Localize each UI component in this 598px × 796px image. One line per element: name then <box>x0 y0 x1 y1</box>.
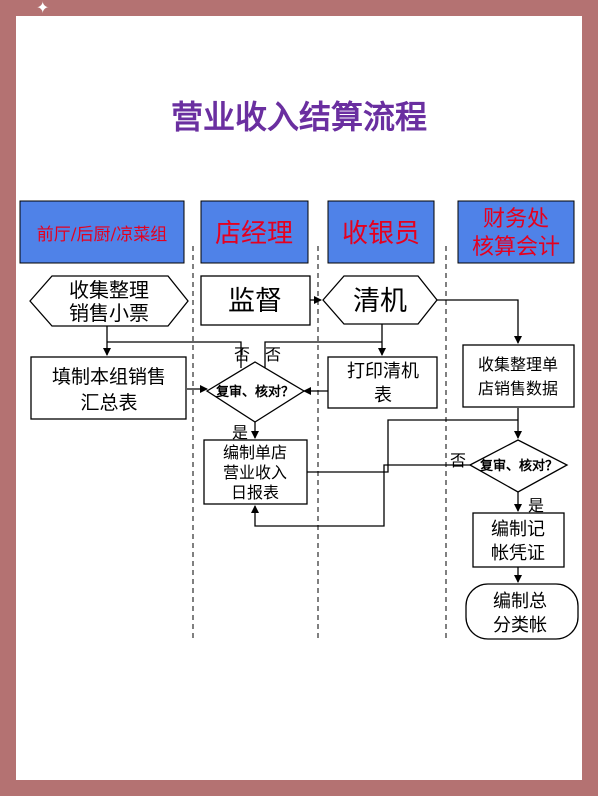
node-supervise-label: 监督 <box>228 286 282 317</box>
node-daily-report-line1: 编制单店 <box>223 443 287 462</box>
node-fill-summary: 填制本组销售 汇总表 <box>30 356 187 420</box>
lane-label-manager: 店经理 <box>215 219 293 249</box>
sparkle-icon: ✦ <box>36 0 50 17</box>
node-review-1: 复审、核对？ <box>205 361 306 423</box>
node-clear-machine: 清机 <box>322 275 438 325</box>
node-collect-sales: 收集整理单 店销售数据 <box>462 344 575 408</box>
node-clear-machine-label: 清机 <box>353 286 407 317</box>
node-print-sheet-line2: 表 <box>374 385 392 406</box>
node-collect-sales-line1: 收集整理单 <box>478 355 558 374</box>
node-collect-tickets-line1: 收集整理 <box>69 278 149 302</box>
node-print-sheet: 打印清机 表 <box>327 356 438 409</box>
node-daily-report-line2: 营业收入 <box>223 463 287 482</box>
edge-label-yes-2: 是 <box>528 496 544 515</box>
edge-label-no-3: 否 <box>450 451 466 470</box>
node-voucher: 编制记 帐凭证 <box>472 512 565 568</box>
node-fill-summary-line2: 汇总表 <box>80 392 137 414</box>
edge-clear-collect <box>437 299 522 344</box>
edge-review2-no-report <box>251 464 470 527</box>
connectors <box>103 296 522 583</box>
node-ledger-line1: 编制总 <box>493 591 547 612</box>
edge-review-no-cashier <box>264 341 382 368</box>
node-daily-report-line3: 日报表 <box>231 483 279 502</box>
lane-header-finance: 财务处 核算会计 <box>457 200 575 264</box>
node-collect-tickets-line2: 销售小票 <box>69 301 149 325</box>
node-ledger-line2: 分类帐 <box>493 615 547 636</box>
lane-header-cashier: 收银员 <box>327 200 435 264</box>
node-voucher-line2: 帐凭证 <box>491 543 545 564</box>
lane-header-kitchen: 前厅/后厨/凉菜组 <box>19 200 185 264</box>
edge-label-no-2: 否 <box>265 345 281 364</box>
edge-label-no-1: 否 <box>234 345 250 364</box>
node-collect-tickets: 收集整理 销售小票 <box>29 275 189 327</box>
lane-separators <box>192 246 447 640</box>
node-supervise: 监督 <box>200 275 311 326</box>
node-ledger: 编制总 分类帐 <box>465 583 579 640</box>
node-fill-summary-line1: 填制本组销售 <box>52 366 166 388</box>
edge-review-no-kitchen <box>107 341 242 368</box>
node-print-sheet-line1: 打印清机 <box>347 361 419 382</box>
node-review-2-label: 复审、核对？ <box>479 458 558 474</box>
node-collect-sales-line2: 店销售数据 <box>478 379 558 398</box>
lane-label-kitchen: 前厅/后厨/凉菜组 <box>37 225 167 245</box>
lane-header-manager: 店经理 <box>200 200 309 264</box>
lane-label-finance-2: 核算会计 <box>472 235 560 260</box>
edge-label-yes-1: 是 <box>232 423 248 442</box>
node-voucher-line1: 编制记 <box>491 519 545 540</box>
node-review-1-label: 复审、核对？ <box>215 384 294 400</box>
page-title: 营业收入结算流程 <box>171 98 427 136</box>
lane-label-cashier: 收银员 <box>342 219 420 249</box>
edge-report-review2 <box>307 419 518 473</box>
node-review-2: 复审、核对？ <box>468 439 569 493</box>
node-daily-report: 编制单店 营业收入 日报表 <box>203 439 308 505</box>
lane-label-finance-1: 财务处 <box>483 207 549 232</box>
